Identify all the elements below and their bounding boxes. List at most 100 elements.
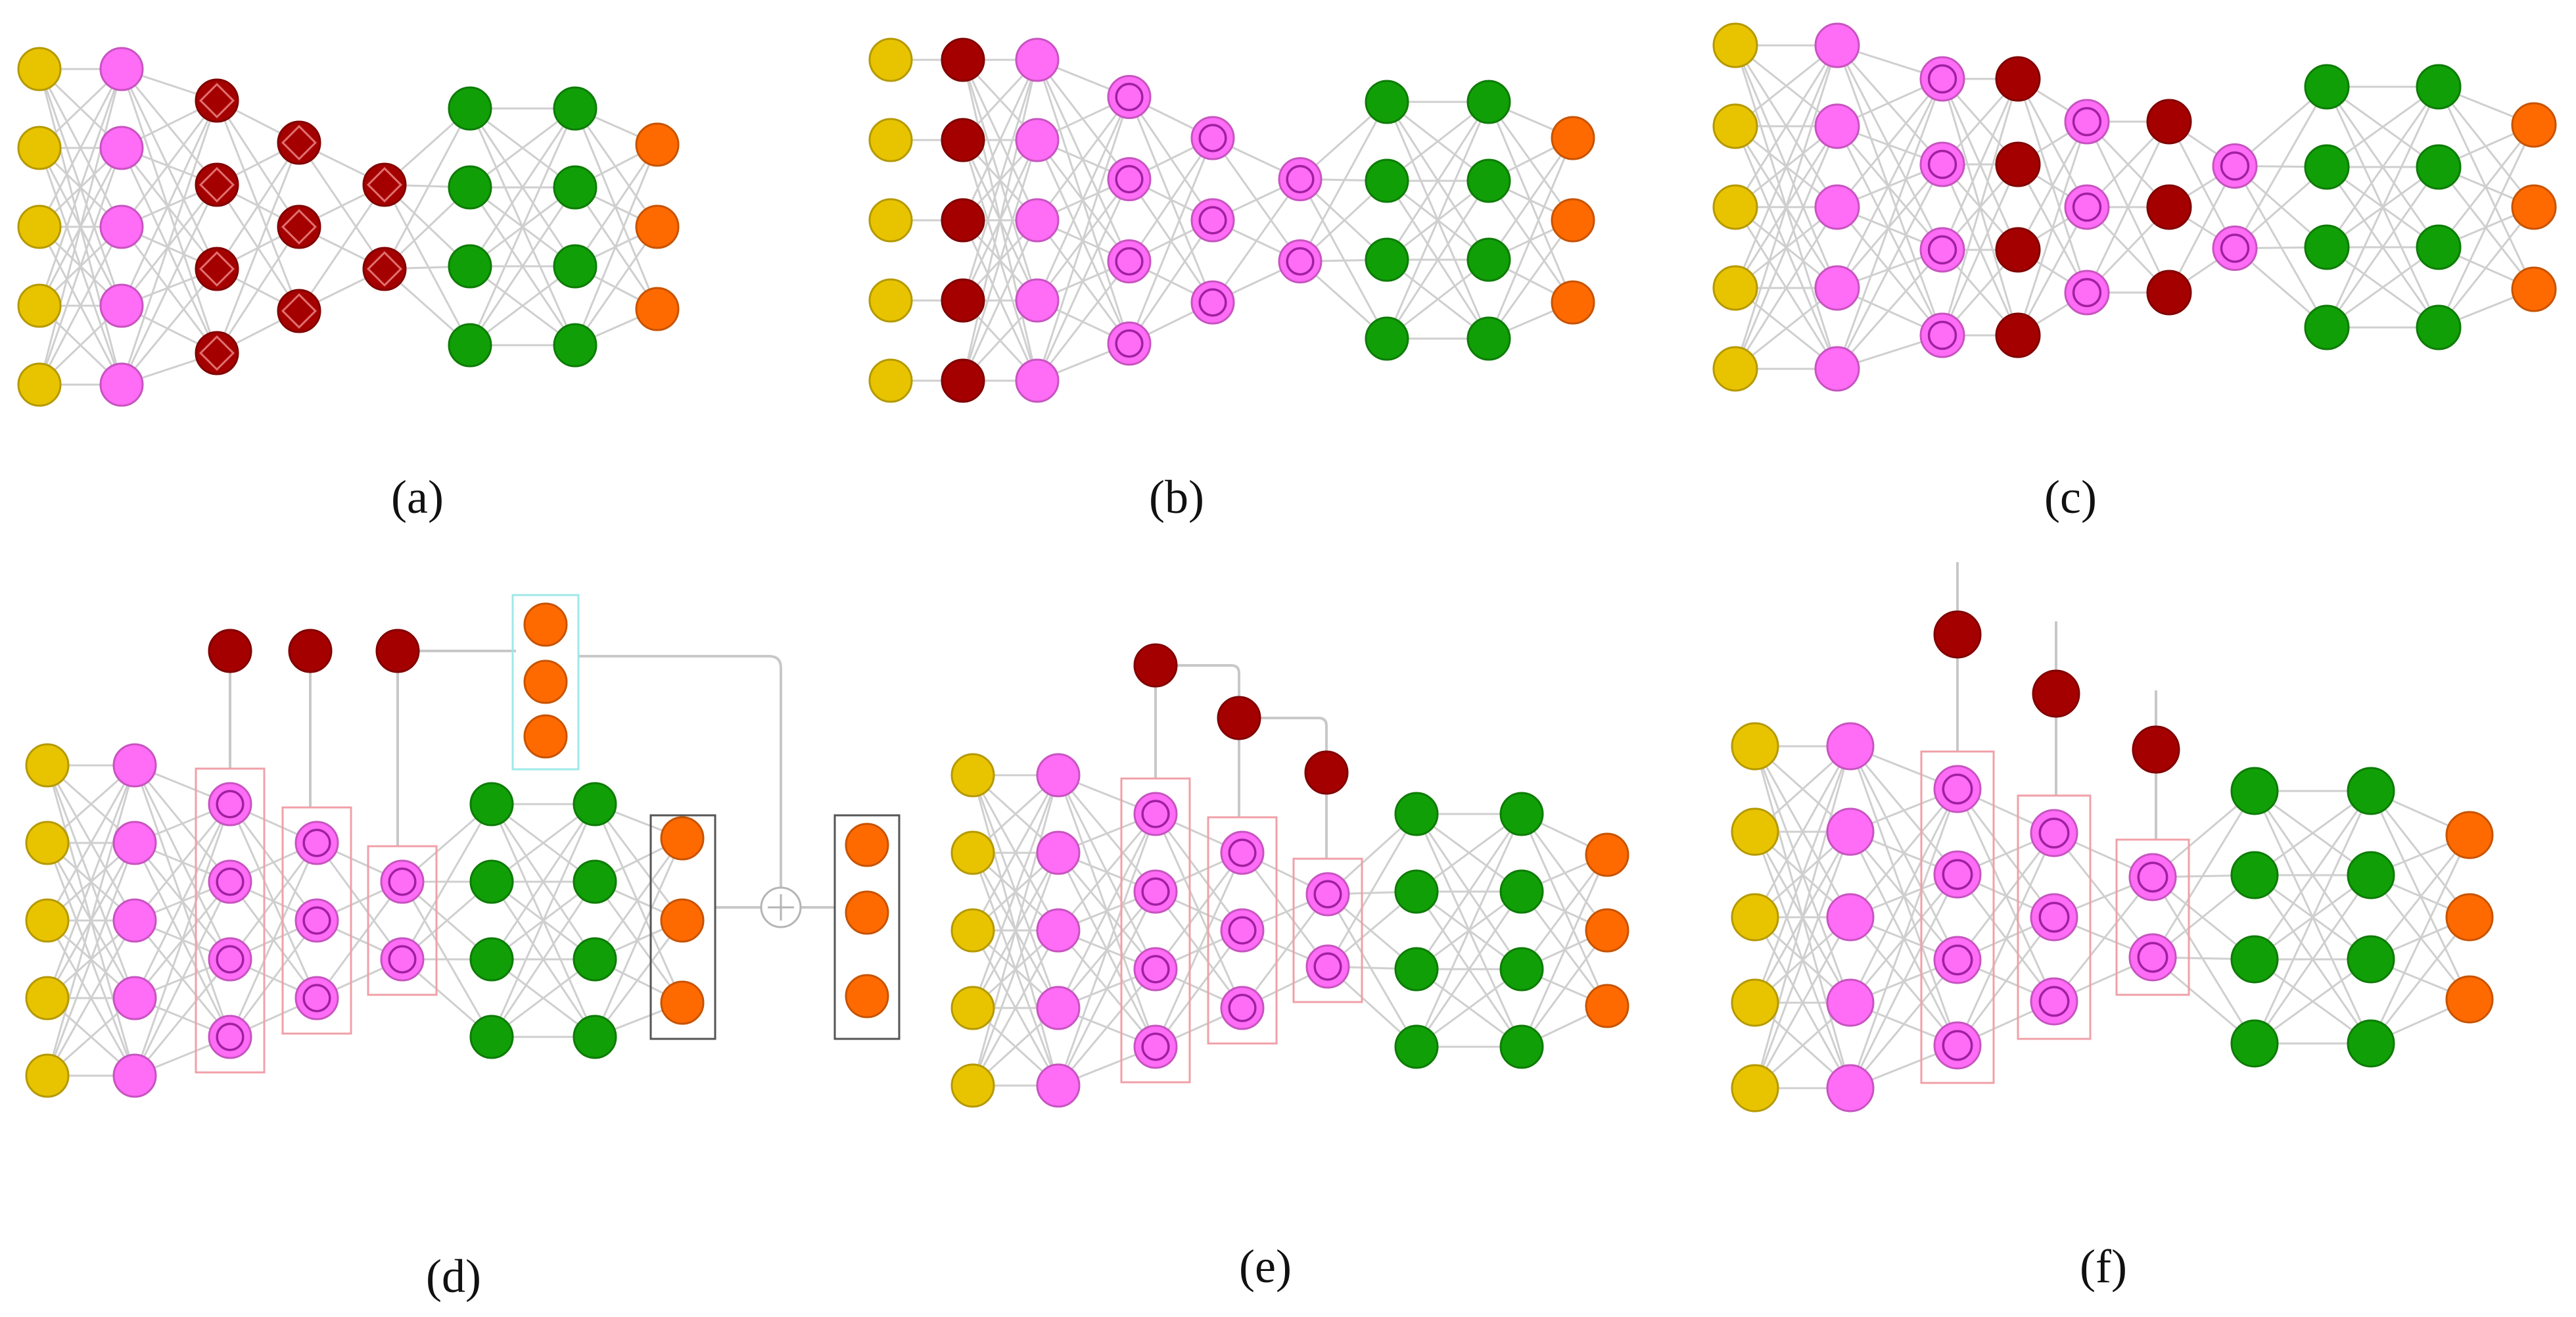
node-ring (1313, 952, 1342, 981)
node-dr (2146, 270, 2192, 316)
node-gn (1466, 316, 1511, 361)
edge (2370, 834, 2471, 1044)
panel-e (950, 643, 1629, 1108)
edge (38, 68, 123, 227)
node-in (17, 47, 62, 91)
edge (1520, 930, 1608, 1047)
node-pr (1220, 986, 1265, 1030)
node-pr (1133, 1024, 1178, 1069)
edge (133, 803, 231, 921)
node-or (845, 890, 889, 935)
edge (1415, 891, 1523, 1047)
node-in (1731, 807, 1779, 856)
node-diamond (281, 208, 317, 245)
node-dr (941, 37, 985, 82)
edge (962, 59, 1039, 221)
node-pk (1826, 722, 1875, 771)
nodes-group (1712, 22, 2557, 392)
edge (1154, 930, 1244, 1047)
edge (1956, 832, 2055, 1046)
node-pk (99, 47, 144, 91)
edge (2326, 86, 2440, 328)
node-dd (277, 204, 321, 249)
node-in (25, 898, 70, 943)
node-pr (2128, 933, 2177, 982)
edge (133, 803, 231, 999)
node-gn (2347, 851, 2395, 899)
nodes-group (950, 643, 1629, 1108)
node-ring (1198, 124, 1227, 153)
node-ring (1198, 206, 1227, 235)
edge (1036, 260, 1131, 381)
node-dr (1995, 227, 2041, 273)
node-ring (216, 867, 245, 896)
node-ring (2137, 861, 2168, 893)
node-ring (388, 945, 417, 974)
edge (594, 838, 684, 960)
edge (1036, 96, 1131, 301)
edge (2253, 874, 2372, 1044)
node-ring (1115, 247, 1144, 276)
node-pk (99, 283, 144, 328)
node-pr (2064, 184, 2110, 230)
edge (1057, 891, 1157, 1086)
node-gn (2304, 304, 2350, 350)
node-pk (1015, 358, 1060, 403)
node-pk (1036, 986, 1081, 1030)
edge (1754, 746, 1852, 918)
node-pr (208, 859, 252, 904)
node-in (25, 1053, 70, 1098)
node-pr (1220, 830, 1265, 875)
node-in (25, 821, 70, 865)
node-gn (469, 937, 514, 982)
node-pk (112, 1053, 157, 1098)
group-box (281, 806, 352, 1035)
node-dr (1217, 696, 1261, 740)
node-gn (2230, 935, 2279, 984)
node-pr (1220, 908, 1265, 953)
edge (1154, 852, 1244, 1047)
edge (216, 142, 300, 270)
edge (120, 68, 218, 354)
node-pr (1305, 872, 1350, 917)
node-dr (375, 629, 420, 673)
node-pk (1036, 753, 1081, 798)
output-box (511, 594, 580, 771)
node-dr (208, 629, 252, 673)
node-pr (1305, 944, 1350, 989)
node-pr (208, 1015, 252, 1059)
node-dr (2146, 184, 2192, 230)
edge (962, 59, 1039, 381)
node-gn (448, 86, 492, 131)
edge (1941, 164, 2019, 336)
edge (120, 68, 218, 270)
edge (46, 765, 136, 1076)
edge (120, 147, 218, 270)
edge (574, 187, 659, 310)
node-ring (1313, 880, 1342, 909)
node-gn (2230, 767, 2279, 815)
node-pr (208, 782, 252, 826)
node-pr (1919, 141, 1965, 187)
edge (594, 803, 684, 921)
edge (1057, 813, 1157, 931)
node-gn (2416, 64, 2462, 110)
edge (1849, 874, 1959, 1089)
edge (594, 838, 684, 1038)
node-gn (2347, 935, 2395, 984)
node-pr (294, 898, 339, 943)
edge (962, 139, 1039, 381)
node-pr (208, 937, 252, 982)
node-pk (1814, 265, 1860, 311)
node-pk (1036, 830, 1081, 875)
node-pr (2030, 809, 2078, 857)
node-pr (294, 821, 339, 865)
node-pr (2064, 270, 2110, 316)
node-pr (1133, 947, 1178, 992)
edge (1415, 813, 1523, 1047)
node-or (523, 602, 568, 647)
node-in (1731, 722, 1779, 771)
final-output-box (833, 814, 901, 1040)
node-in (1712, 184, 1758, 230)
wire (1177, 664, 1240, 697)
